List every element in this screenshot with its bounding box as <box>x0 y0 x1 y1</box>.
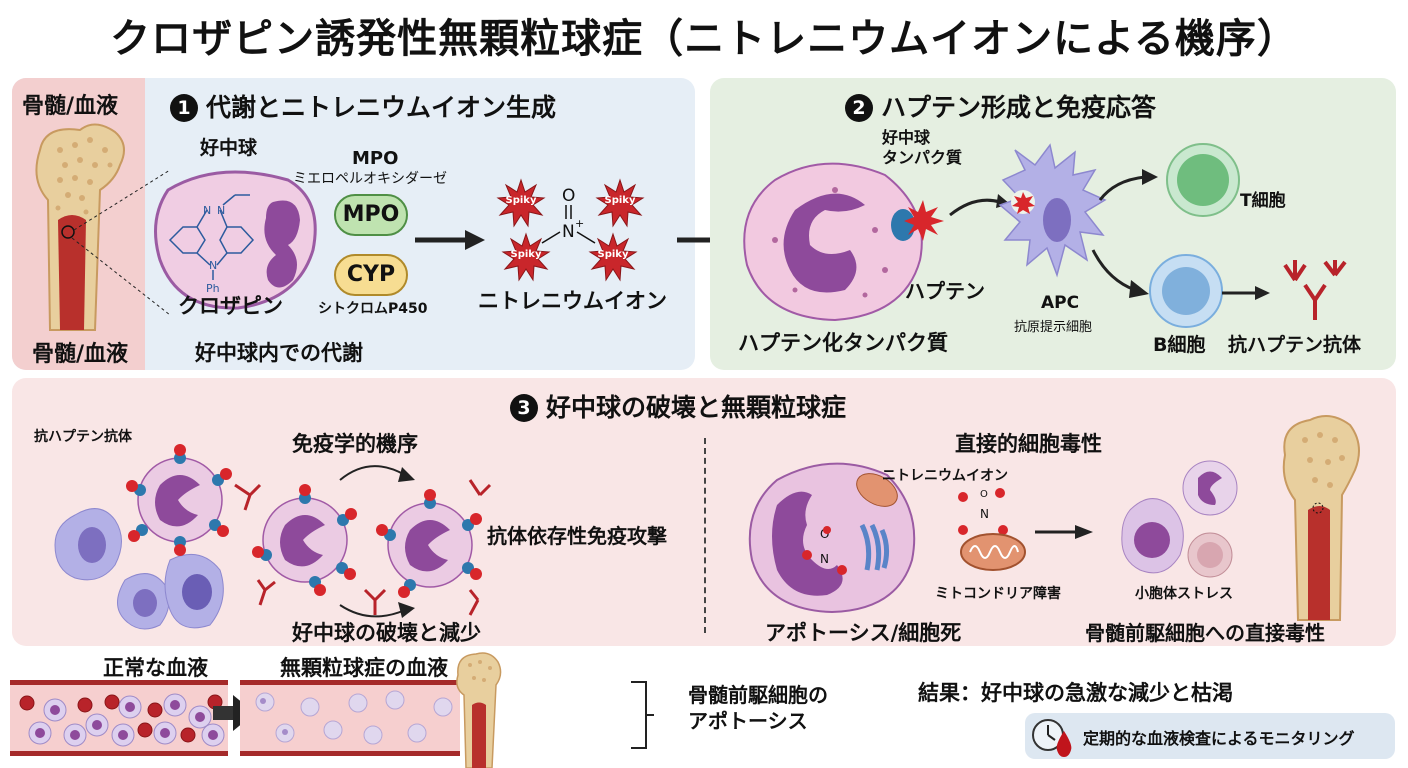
t-cell-icon <box>1166 143 1240 217</box>
nitrenium-cluster-icon: ON <box>958 488 1008 535</box>
metabolism-caption: 好中球内での代謝 <box>195 341 363 365</box>
svg-text:N: N <box>980 507 989 521</box>
apoptosis-label-line2: アポトーシス <box>688 709 808 733</box>
apc-label: APC <box>1041 293 1080 313</box>
section3-title-text: 好中球の破壊と無顆粒球症 <box>546 393 847 422</box>
atom-ph: Ph <box>206 282 220 295</box>
nitrenium-structure-icon: O N + <box>541 186 596 244</box>
macrophage-icon <box>117 553 224 630</box>
result-text: 結果：好中球の急激な減少と枯渇 <box>918 681 1233 705</box>
marrow-direct-toxicity-label: 骨髄前駆細胞への直接毒性 <box>1085 621 1325 645</box>
protein-label-line2: タンパク質 <box>882 148 963 167</box>
curved-arrow-icon <box>1091 249 1149 298</box>
femur-bone-icon <box>35 123 171 331</box>
clozapine-structure-icon: N N N Ph <box>168 194 255 295</box>
arrow-right-icon <box>415 230 485 250</box>
hapten-label: ハプテン <box>905 279 985 303</box>
arrow-right-icon <box>1035 525 1093 539</box>
depleted-blood-cells-icon <box>255 690 453 745</box>
side-label-bottom: 骨髄/血液 <box>32 342 129 367</box>
section3-title: 3 好中球の破壊と無顆粒球症 <box>510 388 846 424</box>
t-cell-label: T細胞 <box>1240 191 1286 211</box>
immune-attack-illustration <box>54 444 492 630</box>
monitoring-text: 定期的な血液検査によるモニタリング <box>1083 729 1355 748</box>
section1-title: 1 代謝とニトレニウムイオン生成 <box>170 88 556 124</box>
direct-cytotoxicity-heading: 直接的細胞毒性 <box>955 432 1102 456</box>
anti-hapten-antibody-small-label: 抗ハプテン抗体 <box>34 429 132 445</box>
svg-text:N: N <box>820 552 829 566</box>
haptenized-protein-label: ハプテン化タンパク質 <box>738 331 948 355</box>
antibody-dependent-attack-label: 抗体依存性免疫攻撃 <box>487 524 667 548</box>
opsonized-neutrophil-icon <box>126 444 232 556</box>
hapten-protein-complex-icon <box>891 200 944 241</box>
cyp-full-name: シトクロムP450 <box>318 301 428 317</box>
section3-number: 3 <box>510 394 538 422</box>
agranulocytosis-blood-label: 無顆粒球症の血液 <box>280 656 448 680</box>
atom-o: O <box>562 186 575 206</box>
opsonized-neutrophil-icon <box>252 484 357 596</box>
atom-n: N <box>562 222 575 242</box>
marrow-precursor-apoptosis-label: 骨髄前駆細胞の アポトーシス <box>688 682 828 734</box>
blood-drop-icon <box>1056 731 1072 757</box>
atom-n3: N <box>209 259 217 272</box>
neutrophil-protein-label: 好中球 タンパク質 <box>882 128 962 168</box>
femur-bone-icon <box>1282 415 1360 621</box>
arrow-right-icon <box>1222 286 1270 300</box>
neutrophil-destruction-label: 好中球の破壊と減少 <box>292 621 481 645</box>
agranulocytosis-blood-vessel <box>240 680 460 756</box>
apoptotic-neutrophil-icon: O N <box>748 462 916 614</box>
spiky-reactive-icon: Spiky <box>501 232 551 282</box>
side-label-top: 骨髄/血液 <box>22 94 119 119</box>
macrophage-icon <box>54 508 122 581</box>
svg-text:O: O <box>980 489 988 500</box>
immune-mechanism-heading: 免疫学的機序 <box>292 432 418 456</box>
page-title: クロザピン誘発性無顆粒球症（ニトレニウムイオンによる機序） <box>110 16 1298 62</box>
section-divider <box>704 438 706 633</box>
cyp-enzyme-pill: CYP <box>334 254 408 296</box>
er-stress-label: 小胞体ストレス <box>1135 586 1233 602</box>
protein-label-line1: 好中球 <box>882 128 931 147</box>
normal-blood-label: 正常な血液 <box>103 656 208 680</box>
section2-number: 2 <box>845 94 873 122</box>
femur-bone-icon <box>456 652 502 768</box>
apc-cell-icon <box>998 143 1107 278</box>
b-cell-label: B細胞 <box>1153 334 1206 356</box>
clozapine-label: クロザピン <box>178 294 283 318</box>
b-cell-icon <box>1149 254 1223 328</box>
normal-blood-cells-icon <box>19 693 225 747</box>
antibody-icon <box>234 479 492 616</box>
precursor-cells-icon <box>1121 460 1238 578</box>
svg-text:+: + <box>575 217 584 230</box>
mpo-full-name: ミエロペルオキシダーゼ <box>293 171 447 187</box>
monitoring-badge: 定期的な血液検査によるモニタリング <box>1025 713 1395 759</box>
section1-number: 1 <box>170 94 198 122</box>
svg-text:O: O <box>820 527 829 541</box>
bracket-icon <box>631 681 654 749</box>
anti-hapten-antibody-label: 抗ハプテン抗体 <box>1228 334 1362 356</box>
apoptosis-label: アポトーシス/細胞死 <box>765 621 962 645</box>
neutrophil-label: 好中球 <box>200 137 258 159</box>
section1-title-text: 代謝とニトレニウムイオン生成 <box>206 93 557 122</box>
neutrophil-cell-icon <box>154 170 317 310</box>
atom-n2: N <box>217 204 225 217</box>
haptenized-neutrophil-icon <box>743 162 923 322</box>
spiky-reactive-icon: Spiky <box>595 178 645 228</box>
mitochondria-damage-label: ミトコンドリア障害 <box>935 586 1061 602</box>
section2-title-text: ハプテン形成と免疫応答 <box>881 93 1157 122</box>
atom-n1: N <box>203 204 211 217</box>
opsonized-neutrophil-icon <box>376 489 482 598</box>
protein-icon <box>849 155 873 171</box>
spiky-reactive-icon: Spiky <box>496 178 546 228</box>
nitrenium-label: ニトレニウムイオン <box>478 289 667 313</box>
antibody-icon <box>1283 260 1347 320</box>
nitrenium-small-label: ニトレニウムイオン <box>882 468 1008 484</box>
mpo-heading: MPO <box>352 148 399 169</box>
curved-arrow-icon <box>1098 169 1158 201</box>
apoptosis-label-line1: 骨髄前駆細胞の <box>688 683 828 707</box>
mpo-enzyme-pill: MPO <box>334 194 408 236</box>
section2-title: 2 ハプテン形成と免疫応答 <box>845 88 1156 124</box>
spiky-reactive-icon: Spiky <box>588 232 638 282</box>
apc-full-name: 抗原提示細胞 <box>1014 320 1093 335</box>
mitochondrion-icon <box>960 533 1026 571</box>
